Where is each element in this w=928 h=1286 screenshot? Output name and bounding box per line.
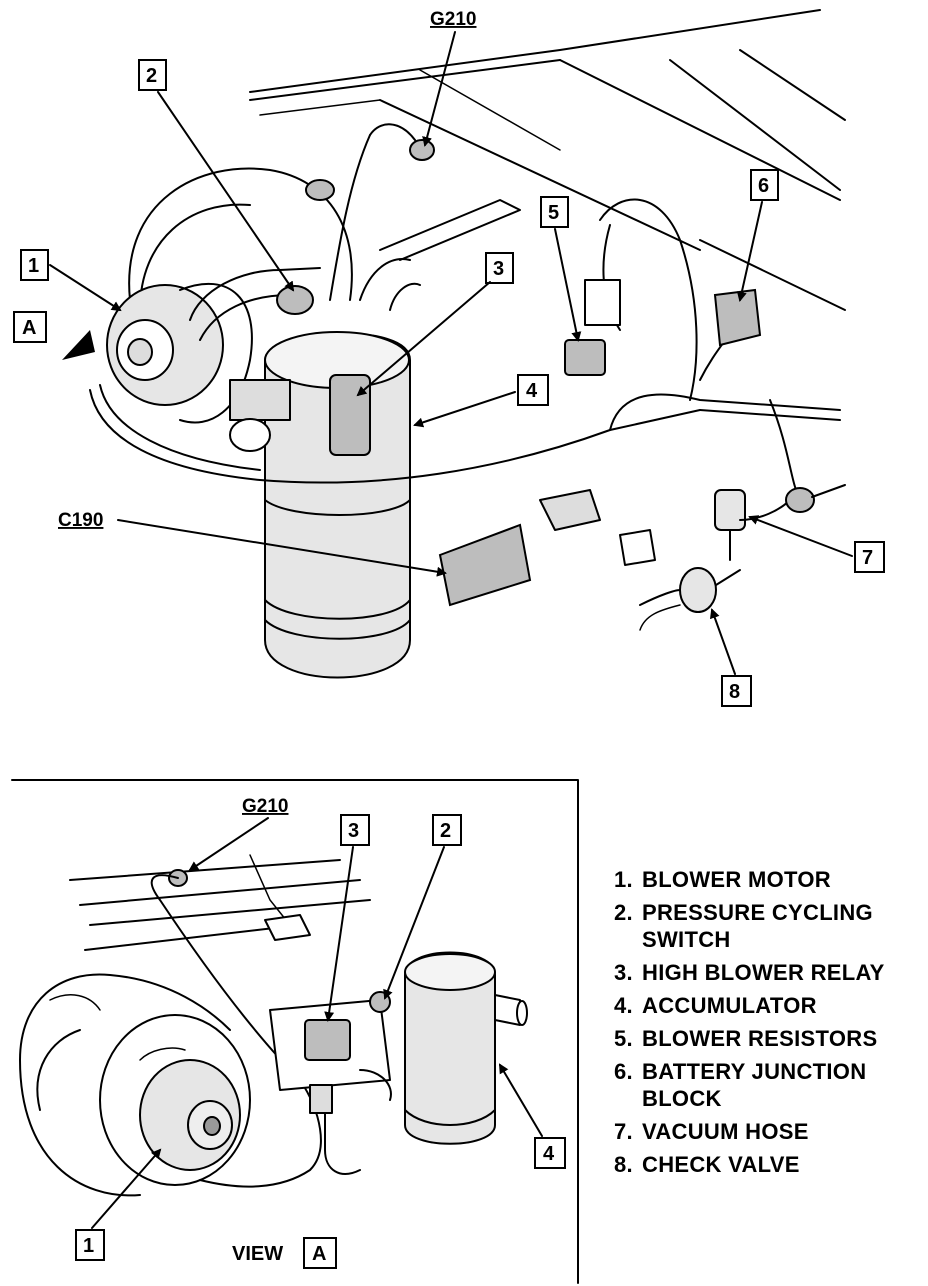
- g210-label-top: G210: [430, 9, 476, 30]
- legend: 1. BLOWER MOTOR 2. PRESSURE CYCLING SWIT…: [614, 866, 924, 1184]
- g210-arrow: [422, 31, 456, 147]
- top-callouts: G210 2 1 A 3 5 6: [13, 9, 885, 707]
- legend-item: 1. BLOWER MOTOR: [614, 867, 831, 892]
- top-illustration: [62, 9, 846, 679]
- svg-text:2: 2: [440, 820, 451, 842]
- view-a-caption-marker: A: [303, 1237, 337, 1269]
- legend-item: 3. HIGH BLOWER RELAY: [614, 960, 885, 985]
- c190-arrow: [117, 519, 447, 577]
- callout-2-top: 2: [138, 59, 167, 91]
- legend-item: 6. BATTERY JUNCTION BLOCK: [614, 1059, 867, 1111]
- callout-1-top: 1: [20, 249, 49, 281]
- svg-text:1: 1: [28, 255, 39, 277]
- callout-5-top: 5: [540, 196, 569, 228]
- callout-4-view-a: 4: [534, 1137, 566, 1169]
- svg-text:A: A: [22, 317, 36, 339]
- view-a-callouts: G210 3 2 4 1 VIEW A: [75, 796, 566, 1269]
- svg-text:6: 6: [758, 175, 769, 197]
- svg-text:7: 7: [862, 547, 873, 569]
- legend-item: 2. PRESSURE CYCLING SWITCH: [614, 900, 873, 952]
- legend-item: 8. CHECK VALVE: [614, 1152, 800, 1177]
- legend-item: 7. VACUUM HOSE: [614, 1119, 809, 1144]
- callout-4-top: 4: [517, 374, 549, 406]
- svg-text:8: 8: [729, 681, 740, 703]
- callout-2-view-a: 2: [432, 814, 462, 846]
- callout-1-view-a: 1: [75, 1229, 105, 1261]
- svg-text:1: 1: [83, 1235, 94, 1257]
- callout-3-top: 3: [485, 252, 514, 284]
- svg-text:5: 5: [548, 202, 559, 224]
- callout-6-top: 6: [750, 169, 779, 201]
- svg-text:A: A: [312, 1243, 326, 1265]
- svg-text:3: 3: [348, 820, 359, 842]
- view-a-caption: VIEW: [232, 1243, 283, 1265]
- svg-text:3: 3: [493, 258, 504, 280]
- svg-text:4: 4: [526, 380, 538, 402]
- view-a-inset: [11, 779, 579, 1284]
- callout-7-top: 7: [854, 541, 885, 573]
- callout-3-view-a: 3: [340, 814, 370, 846]
- svg-text:4: 4: [543, 1143, 555, 1165]
- callout-8-top: 8: [721, 675, 752, 707]
- view-a-marker-top: A: [13, 311, 47, 343]
- c190-label: C190: [58, 510, 103, 531]
- g210-label-view-a: G210: [242, 796, 288, 817]
- legend-item: 4. ACCUMULATOR: [614, 993, 817, 1018]
- svg-text:2: 2: [146, 65, 157, 87]
- legend-item: 5. BLOWER RESISTORS: [614, 1026, 878, 1051]
